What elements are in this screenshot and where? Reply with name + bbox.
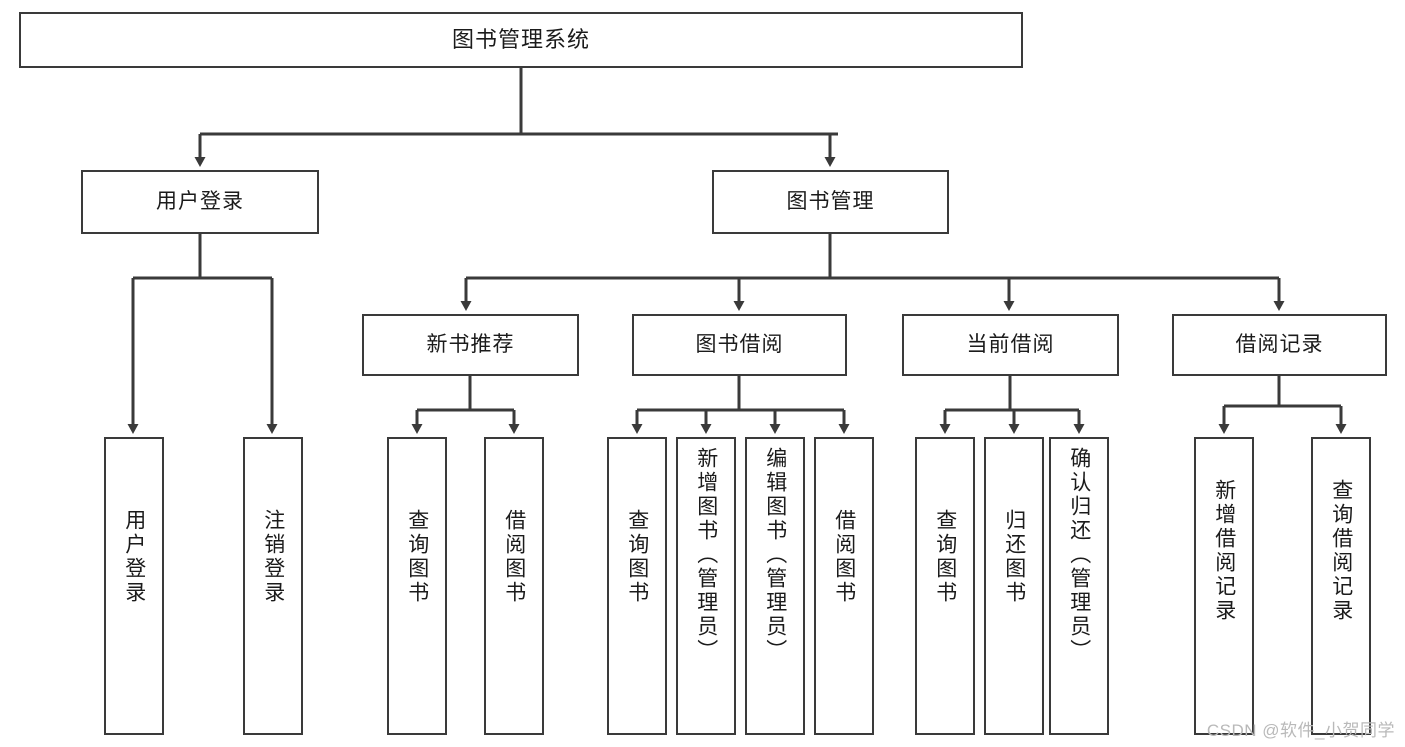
leaf-edit-book-label: 编辑图书（管理员） — [763, 447, 787, 663]
leaf-edit-book[interactable]: 编辑图书（管理员） — [745, 437, 805, 735]
watermark-text: CSDN @软件_小贺同学 — [1206, 721, 1395, 740]
leaf-logout-label: 注销登录 — [261, 509, 285, 605]
node-current-borrow[interactable]: 当前借阅 — [902, 314, 1119, 376]
node-root[interactable]: 图书管理系统 — [19, 12, 1023, 68]
leaf-query-record-label: 查询借阅记录 — [1329, 479, 1353, 623]
node-borrow-record-label: 借阅记录 — [1235, 333, 1324, 357]
leaf-add-record[interactable]: 新增借阅记录 — [1194, 437, 1254, 735]
leaf-borrow-book-2[interactable]: 借阅图书 — [814, 437, 874, 735]
leaf-query-book-3-label: 查询图书 — [933, 509, 957, 605]
leaf-borrow-book-1-label: 借阅图书 — [502, 509, 526, 605]
leaf-logout[interactable]: 注销登录 — [243, 437, 303, 735]
leaf-add-book[interactable]: 新增图书（管理员） — [676, 437, 736, 735]
node-new-book-rec-label: 新书推荐 — [426, 333, 515, 357]
leaf-query-book-2-label: 查询图书 — [625, 509, 649, 605]
leaf-query-book-3[interactable]: 查询图书 — [915, 437, 975, 735]
node-borrow-record[interactable]: 借阅记录 — [1172, 314, 1387, 376]
node-new-book-rec[interactable]: 新书推荐 — [362, 314, 579, 376]
node-current-borrow-label: 当前借阅 — [966, 333, 1055, 357]
node-book-manage-label: 图书管理 — [786, 190, 875, 214]
leaf-query-book-1-label: 查询图书 — [405, 509, 429, 605]
leaf-confirm-return-label: 确认归还（管理员） — [1067, 447, 1091, 663]
leaf-return-book[interactable]: 归还图书 — [984, 437, 1044, 735]
node-book-borrow-label: 图书借阅 — [695, 333, 784, 357]
node-book-manage[interactable]: 图书管理 — [712, 170, 949, 234]
leaf-return-book-label: 归还图书 — [1002, 509, 1026, 605]
leaf-query-record[interactable]: 查询借阅记录 — [1311, 437, 1371, 735]
leaf-confirm-return[interactable]: 确认归还（管理员） — [1049, 437, 1109, 735]
leaf-user-login[interactable]: 用户登录 — [104, 437, 164, 735]
node-user-login-label: 用户登录 — [156, 190, 244, 214]
node-root-label: 图书管理系统 — [451, 26, 590, 52]
leaf-query-book-2[interactable]: 查询图书 — [607, 437, 667, 735]
leaf-query-book-1[interactable]: 查询图书 — [387, 437, 447, 735]
leaf-add-book-label: 新增图书（管理员） — [694, 447, 718, 663]
leaf-borrow-book-2-label: 借阅图书 — [832, 509, 856, 605]
leaf-user-login-label: 用户登录 — [122, 509, 146, 605]
node-book-borrow[interactable]: 图书借阅 — [632, 314, 847, 376]
leaf-add-record-label: 新增借阅记录 — [1212, 479, 1236, 623]
node-user-login[interactable]: 用户登录 — [81, 170, 319, 234]
leaf-borrow-book-1[interactable]: 借阅图书 — [484, 437, 544, 735]
